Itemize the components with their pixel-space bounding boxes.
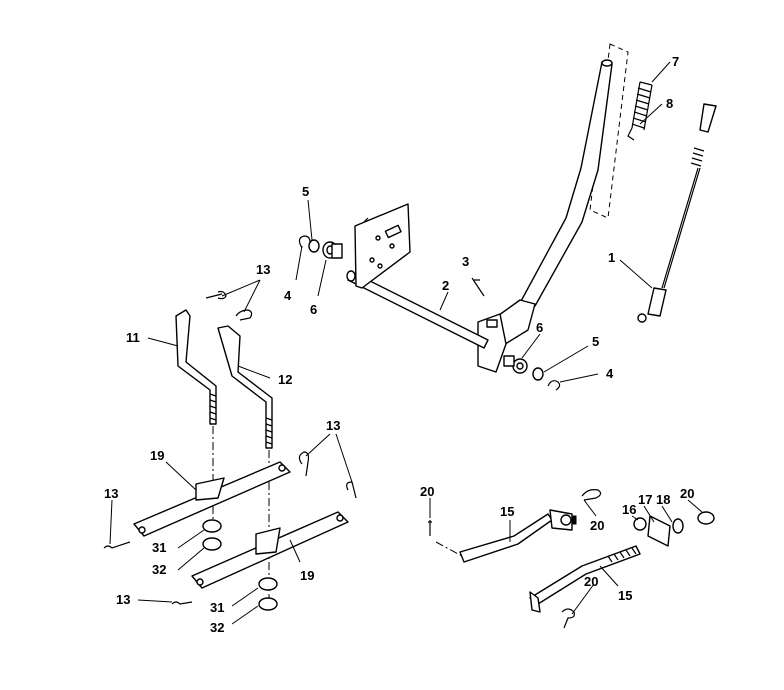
callout-labels: 7 8 1 2 3 5 4 6 6 5 4 13 11 12 13 19 13 … xyxy=(104,54,694,635)
washer-right xyxy=(532,367,544,381)
hairpin-13-mid-right xyxy=(346,481,357,499)
callout-5-upper: 5 xyxy=(302,184,309,199)
washer-31-upper xyxy=(202,519,222,533)
clip-20-right xyxy=(697,511,715,525)
callout-4-left: 4 xyxy=(284,288,292,303)
hairpin-13-bottom xyxy=(171,601,193,605)
rod-axis-line xyxy=(435,541,463,557)
hairpin-13-left xyxy=(103,541,131,549)
bushing-right-collar xyxy=(503,355,515,367)
callout-20-right: 20 xyxy=(680,486,694,501)
adjusting-rod-upper xyxy=(459,509,577,563)
callout-1: 1 xyxy=(608,250,615,265)
lift-arm-lower xyxy=(191,511,349,589)
hairpin-13-top-right xyxy=(235,309,253,321)
callout-13-top: 13 xyxy=(256,262,270,277)
cable-assembly xyxy=(637,103,717,323)
callout-13-bottom: 13 xyxy=(116,592,130,607)
callout-17: 17 xyxy=(638,492,652,507)
callout-31-upper: 31 xyxy=(152,540,166,555)
lift-handle xyxy=(477,59,613,373)
lift-link-11 xyxy=(175,309,217,425)
callout-7: 7 xyxy=(672,54,679,69)
callout-13-mid: 13 xyxy=(326,418,340,433)
callout-31-lower: 31 xyxy=(210,600,224,615)
washer-31-lower xyxy=(258,577,278,591)
callout-11: 11 xyxy=(126,330,140,345)
bushing-left-collar xyxy=(331,243,343,259)
spring-hook xyxy=(627,127,635,141)
callout-16: 16 xyxy=(622,502,636,517)
callout-3: 3 xyxy=(462,254,469,269)
callout-20-mid: 20 xyxy=(590,518,604,533)
clip-right xyxy=(547,380,561,391)
nut-32-upper xyxy=(202,537,222,551)
ferrule-18 xyxy=(672,518,684,534)
callout-6-left: 6 xyxy=(310,302,317,317)
lift-shaft xyxy=(346,270,489,349)
clevis-pin xyxy=(471,277,485,297)
callout-6-right: 6 xyxy=(536,320,543,335)
callout-32-lower: 32 xyxy=(210,620,224,635)
leader-lines xyxy=(109,61,703,625)
callout-15-lower: 15 xyxy=(618,588,632,603)
bushing-right-bore xyxy=(516,362,524,370)
hairpin-13-top-left xyxy=(205,290,227,300)
callout-13-left: 13 xyxy=(104,486,118,501)
callout-8: 8 xyxy=(666,96,673,111)
hairpin-13-mid-left xyxy=(298,451,310,477)
nut-16 xyxy=(633,517,647,531)
callout-12: 12 xyxy=(278,372,292,387)
callout-20-bottom: 20 xyxy=(584,574,598,589)
callout-15-upper: 15 xyxy=(500,504,514,519)
spring xyxy=(631,81,653,131)
clip-left xyxy=(298,235,311,249)
mounting-bracket xyxy=(354,203,411,289)
adjusting-rod-lower xyxy=(529,545,641,613)
clip-20-bottom xyxy=(561,608,575,629)
nut-32-lower xyxy=(258,597,278,611)
callout-32-upper: 32 xyxy=(152,562,166,577)
callout-2: 2 xyxy=(442,278,449,293)
callout-5-right: 5 xyxy=(592,334,599,349)
block-17 xyxy=(647,515,671,547)
washer-left xyxy=(308,239,320,253)
callout-19-upper: 19 xyxy=(150,448,164,463)
clip-20-top xyxy=(581,489,602,501)
callout-19-lower: 19 xyxy=(300,568,314,583)
clip-20-left xyxy=(428,520,432,536)
callout-20-left: 20 xyxy=(420,484,434,499)
callout-4-right: 4 xyxy=(606,366,614,381)
lift-arm-upper xyxy=(133,461,291,537)
callout-18: 18 xyxy=(656,492,670,507)
lift-link-12 xyxy=(217,325,273,449)
